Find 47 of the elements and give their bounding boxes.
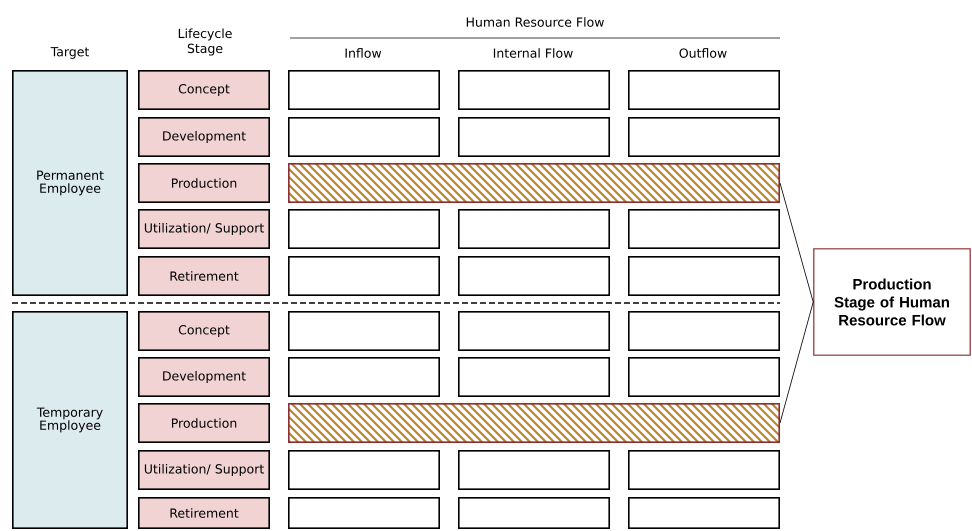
empty-box bbox=[458, 209, 610, 249]
empty-box bbox=[628, 256, 780, 296]
stage-box: Development bbox=[138, 117, 270, 157]
empty-box bbox=[628, 70, 780, 110]
stage-box: Development bbox=[138, 357, 270, 397]
stage-box: Retirement bbox=[138, 497, 270, 529]
header-label: Outflow bbox=[680, 48, 727, 58]
hatched-bar bbox=[288, 163, 780, 203]
empty-box bbox=[458, 70, 610, 110]
empty-box bbox=[458, 256, 610, 296]
callout-box: Production Stage of Human Resource Flow bbox=[813, 248, 971, 356]
empty-box bbox=[458, 311, 610, 351]
header-label: Target bbox=[50, 47, 90, 59]
stage-box: Production bbox=[138, 403, 270, 443]
empty-box bbox=[288, 209, 440, 249]
stage-box: Utilization/ Support bbox=[138, 209, 270, 249]
stage-box: Retirement bbox=[138, 256, 270, 296]
header-label: Lifecycle Stage bbox=[178, 28, 232, 56]
target-box: Temporary Employee bbox=[12, 311, 128, 529]
stage-box: Production bbox=[138, 163, 270, 203]
header-label: Internal Flow bbox=[494, 48, 573, 58]
empty-box bbox=[628, 497, 780, 529]
stage-box: Concept bbox=[138, 70, 270, 110]
leader-line bbox=[780, 302, 814, 424]
empty-box bbox=[628, 117, 780, 157]
empty-box bbox=[458, 117, 610, 157]
header-label: Human Resource Flow bbox=[466, 17, 604, 27]
empty-box bbox=[288, 311, 440, 351]
empty-box bbox=[458, 497, 610, 529]
empty-box bbox=[288, 357, 440, 397]
target-box: Permanent Employee bbox=[12, 70, 128, 296]
empty-box bbox=[628, 311, 780, 351]
empty-box bbox=[458, 357, 610, 397]
empty-box bbox=[628, 357, 780, 397]
empty-box bbox=[288, 117, 440, 157]
leader-line bbox=[780, 182, 814, 302]
empty-box bbox=[628, 209, 780, 249]
empty-box bbox=[288, 70, 440, 110]
empty-box bbox=[288, 450, 440, 490]
header-label: Inflow bbox=[346, 48, 382, 58]
stage-box: Utilization/ Support bbox=[138, 450, 270, 490]
hatched-bar bbox=[288, 403, 780, 443]
empty-box bbox=[288, 256, 440, 296]
stage-box: Concept bbox=[138, 311, 270, 351]
empty-box bbox=[288, 497, 440, 529]
empty-box bbox=[458, 450, 610, 490]
empty-box bbox=[628, 450, 780, 490]
